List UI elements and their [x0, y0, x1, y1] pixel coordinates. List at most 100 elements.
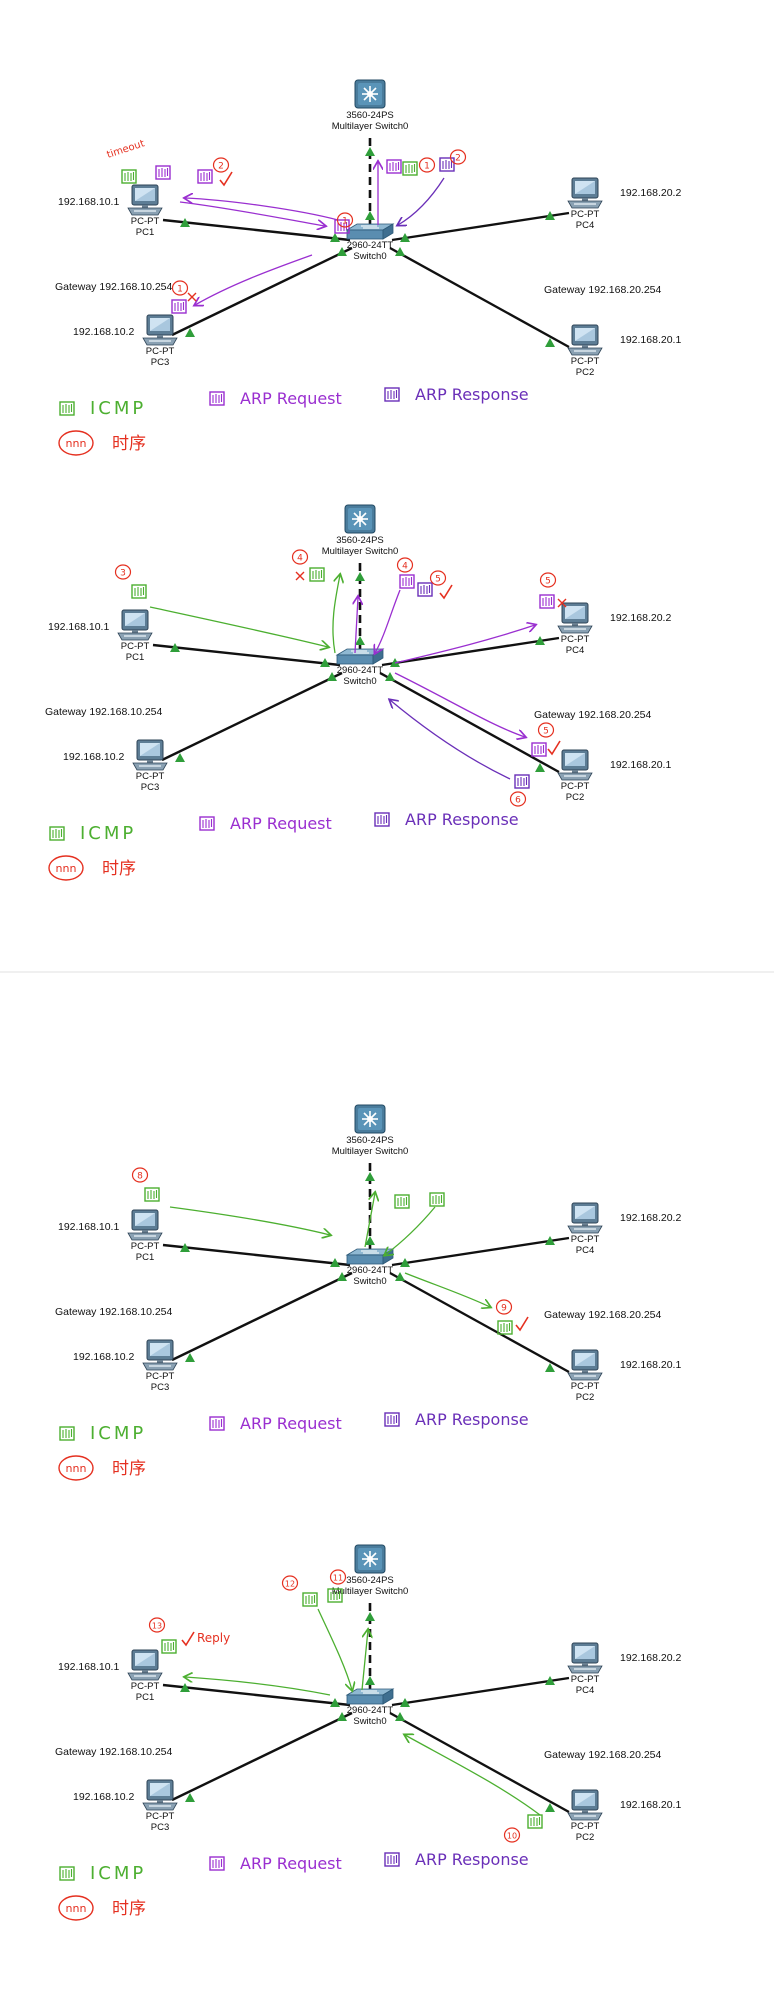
multilayer-switch-model: 3560-24PS [346, 1135, 394, 1146]
arp-response-packet [439, 157, 455, 172]
link-pc2 [389, 1711, 570, 1814]
pc2-ip: 192.168.20.1 [620, 1359, 681, 1371]
pc1-type: PC-PT [131, 216, 160, 227]
pc1-ip: 192.168.10.1 [48, 621, 109, 633]
pc4-icon[interactable] [567, 177, 603, 209]
pc4-icon[interactable] [557, 602, 593, 634]
reply-note: Reply [197, 1631, 230, 1645]
link-pc2 [389, 246, 570, 349]
cross-mark [187, 292, 197, 302]
svg-text:5: 5 [545, 577, 551, 587]
svg-text:9: 9 [501, 1304, 507, 1314]
gateway-left: Gateway 192.168.10.254 [55, 1306, 173, 1318]
multilayer-switch-icon[interactable] [354, 1544, 386, 1574]
arrow-arp-from-mls [375, 589, 401, 653]
link-pc2 [379, 671, 560, 774]
arrow-icmp-to-pc1 [185, 1677, 331, 1696]
svg-text:2: 2 [455, 154, 461, 164]
pc1-ip: 192.168.10.1 [58, 1661, 119, 1673]
icmp-legend-icon [59, 1866, 75, 1881]
gateway-right: Gateway 192.168.20.254 [534, 709, 652, 721]
step-number: 10 [503, 1827, 521, 1843]
check-mark [181, 1631, 195, 1647]
annotations: 89 [131, 1167, 529, 1335]
arp-response-packet [514, 774, 530, 789]
switch-icon[interactable] [346, 1688, 394, 1705]
legend-arp-request: ARP Request [240, 1854, 342, 1873]
pc3-name: PC3 [151, 1822, 169, 1833]
pc2-icon[interactable] [567, 1349, 603, 1381]
svg-text:1: 1 [424, 162, 430, 172]
legend-order: 时序 [112, 1899, 146, 1919]
pc3-name: PC3 [151, 357, 169, 368]
pc2-type: PC-PT [571, 356, 600, 367]
port-indicator [545, 1676, 555, 1685]
multilayer-switch-icon[interactable] [344, 504, 376, 534]
arrow-icmp-to-pc2 [404, 1272, 490, 1307]
legend-arp-response: ARP Response [415, 1850, 529, 1869]
step-number: 11 [329, 1569, 347, 1585]
pc1-icon[interactable] [127, 1649, 163, 1681]
pc3-icon[interactable] [142, 1339, 178, 1371]
gateway-right: Gateway 192.168.20.254 [544, 1749, 662, 1761]
icmp-packet [144, 1187, 160, 1202]
port-indicator [330, 1698, 340, 1707]
arp-request-legend-icon [209, 1416, 225, 1431]
pc3-icon[interactable] [142, 314, 178, 346]
pc4-icon[interactable] [567, 1642, 603, 1674]
switch-icon[interactable] [346, 223, 394, 240]
arp-response-legend-icon [384, 1412, 400, 1427]
pc1-icon[interactable] [127, 1209, 163, 1241]
pc3-type: PC-PT [146, 346, 175, 357]
multilayer-switch-name: Multilayer Switch0 [332, 1146, 409, 1157]
pc4-name: PC4 [576, 1685, 594, 1696]
port-indicator [185, 1353, 195, 1362]
port-indicator [180, 218, 190, 227]
switch-icon[interactable] [346, 1248, 394, 1265]
step-number: 1 [418, 157, 436, 173]
port-indicator [365, 1676, 375, 1685]
arp-request-legend-icon [209, 1856, 225, 1871]
pc2-icon[interactable] [557, 749, 593, 781]
legend-arp-request: ARP Request [230, 814, 332, 833]
arrow-icmp-to-mls [361, 1630, 368, 1691]
icmp-legend-icon [59, 1426, 75, 1441]
port-indicator [330, 1258, 340, 1267]
port-indicator [320, 658, 330, 667]
switch-model: 2960-24TT [347, 1705, 394, 1716]
pc2-icon[interactable] [567, 324, 603, 356]
pc1-icon[interactable] [127, 184, 163, 216]
step-number: 6 [509, 791, 527, 807]
pc1-icon[interactable] [117, 609, 153, 641]
switch-name: Switch0 [353, 1276, 386, 1287]
step-number: 12 [281, 1575, 299, 1591]
order-legend-icon [58, 1455, 94, 1481]
pc4-icon[interactable] [567, 1202, 603, 1234]
arp-request-packet [531, 742, 547, 757]
port-indicator [535, 636, 545, 645]
link-pc4 [391, 1236, 570, 1267]
pc3-ip: 192.168.10.2 [73, 1791, 134, 1803]
pc2-icon[interactable] [567, 1789, 603, 1821]
step-number: 9 [495, 1299, 513, 1315]
arrow-arp-response [398, 177, 445, 225]
multilayer-switch-icon[interactable] [354, 79, 386, 109]
pc3-name: PC3 [151, 1382, 169, 1393]
multilayer-switch-icon[interactable] [354, 1104, 386, 1134]
step-number: 2 [212, 157, 230, 173]
icmp-packet [497, 1320, 513, 1335]
arp-request-legend-icon [199, 816, 215, 831]
arp-response-legend-icon [374, 812, 390, 827]
pc4-name: PC4 [576, 220, 594, 231]
gateway-left: Gateway 192.168.10.254 [55, 1746, 173, 1758]
arrow-arp-response-to-switch [390, 700, 511, 780]
pc3-icon[interactable] [132, 739, 168, 771]
pc3-icon[interactable] [142, 1779, 178, 1811]
pc3-ip: 192.168.10.2 [63, 751, 124, 763]
icmp-packet [302, 1592, 318, 1607]
port-indicator [185, 328, 195, 337]
